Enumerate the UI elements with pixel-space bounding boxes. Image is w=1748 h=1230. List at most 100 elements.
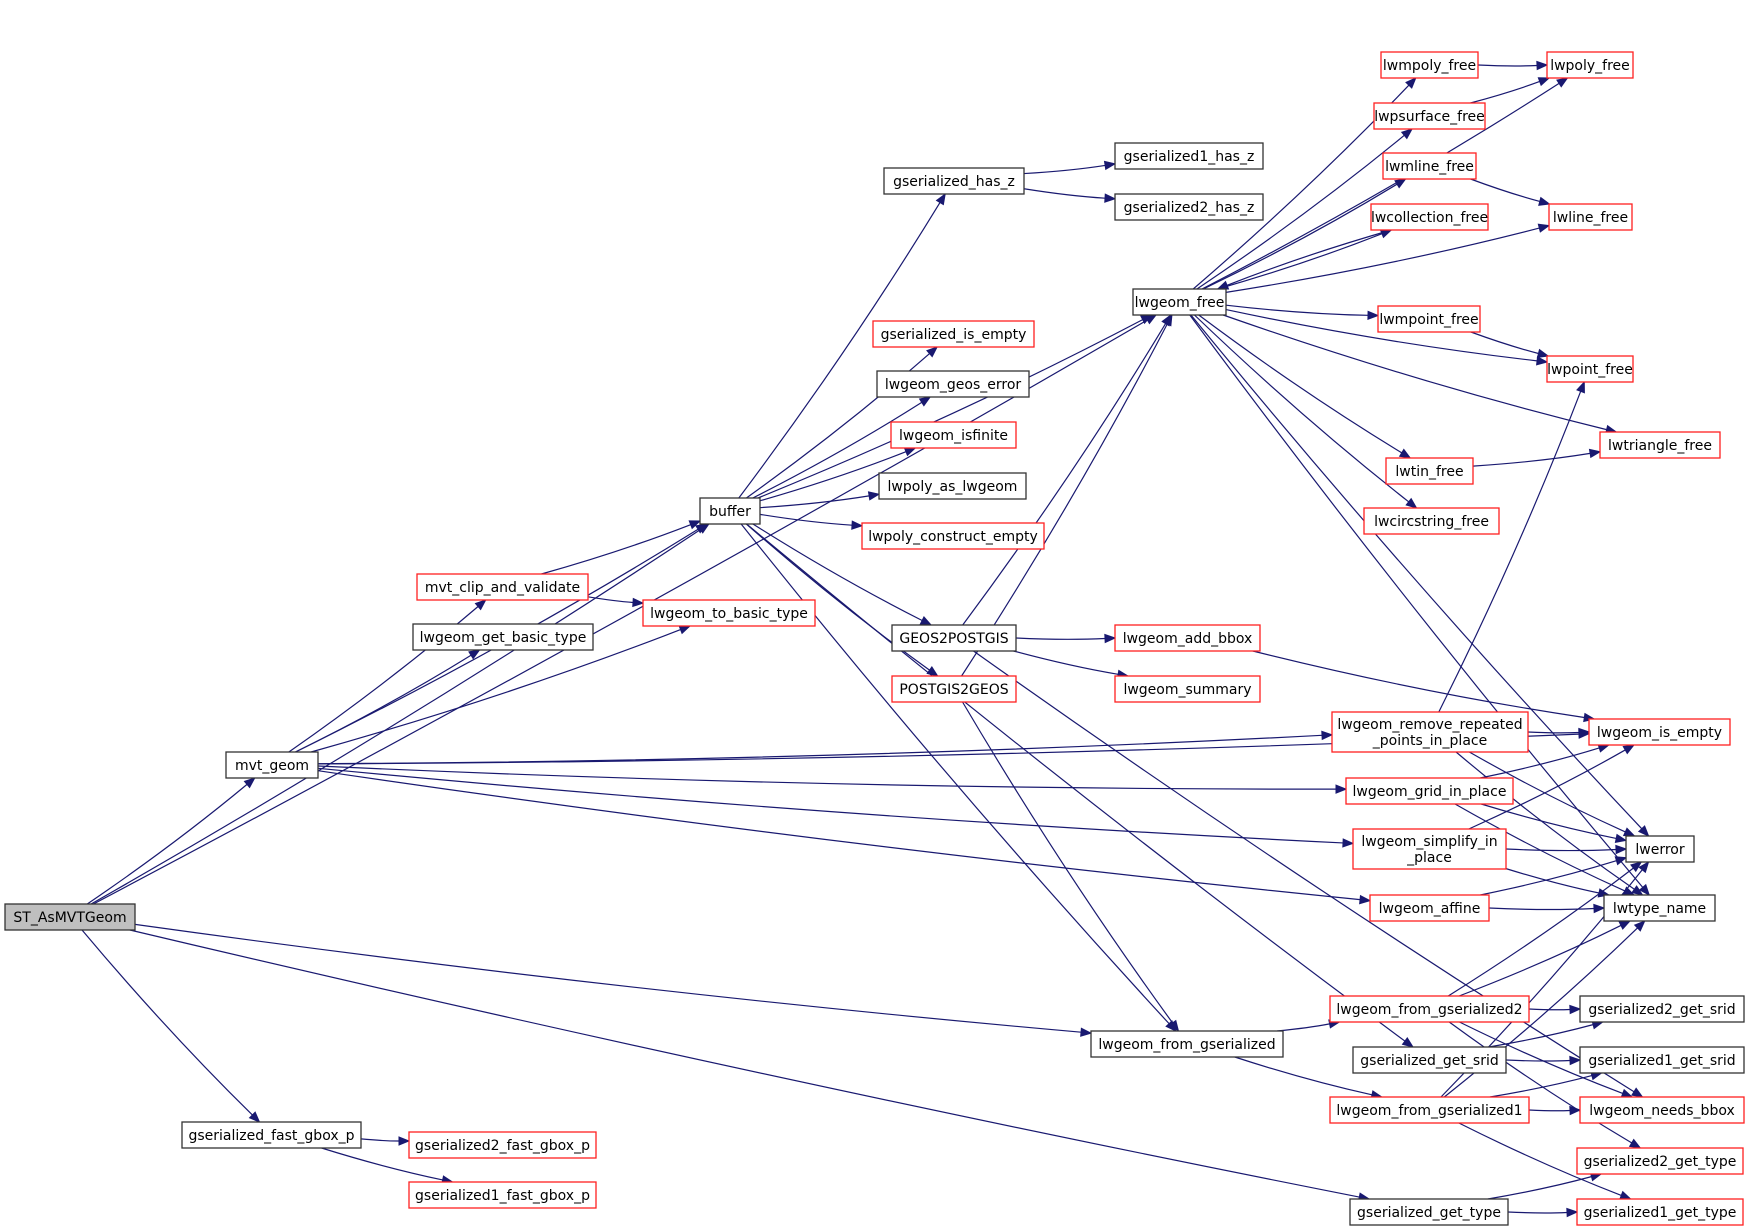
edge-st-asmvtgeom-to-gserialized-get-type [129, 929, 1360, 1198]
node-lwgeom-from-gserialized[interactable]: lwgeom_from_gserialized [1090, 1030, 1284, 1058]
node-lwgeom-grid-in-place[interactable]: lwgeom_grid_in_place [1345, 777, 1514, 805]
edge-lwgeom-remove-repeated-points-in-place-to-lwerror [1469, 751, 1626, 833]
node-label: lwgeom_remove_repeated [1337, 717, 1522, 733]
arrowhead-icon [1622, 827, 1636, 837]
node-buffer[interactable]: buffer [699, 497, 761, 525]
edge-lwgeom-free-to-lwpoint-free [1225, 309, 1538, 362]
node-lwmpoly-free[interactable]: lwmpoly_free [1380, 51, 1479, 79]
node-lwline-free[interactable]: lwline_free [1548, 203, 1633, 231]
edge-buffer-to-gserialized-get-srid [746, 523, 1406, 1042]
arrowhead-icon [935, 192, 946, 206]
edge-gserialized-get-type-to-gserialized1-get-type [1507, 1211, 1568, 1214]
node-label: lwerror [1635, 842, 1684, 858]
edge-lwgeom-free-to-lwpsurface-free [1196, 134, 1405, 290]
node-lwtype-name[interactable]: lwtype_name [1603, 894, 1716, 922]
arrowhead-icon [1394, 178, 1407, 189]
node-lwgeom-to-basic-type[interactable]: lwgeom_to_basic_type [642, 599, 816, 627]
edge-lwgeom-remove-repeated-points-in-place-to-lwgeom-is-empty [1527, 731, 1580, 734]
node-lwgeom-add-bbox[interactable]: lwgeom_add_bbox [1114, 624, 1261, 652]
edge-mvt-geom-to-lwgeom-to-basic-type [310, 629, 681, 753]
arrowhead-icon [1536, 356, 1549, 366]
node-lwerror[interactable]: lwerror [1625, 835, 1695, 863]
arrowhead-icon [1400, 128, 1414, 140]
node-geos2postgis[interactable]: GEOS2POSTGIS [891, 624, 1017, 652]
node-gserialized1-get-type[interactable]: gserialized1_get_type [1576, 1198, 1744, 1226]
node-st-asmvtgeom[interactable]: ST_AsMVTGeom [4, 903, 136, 931]
arrowhead-icon [1536, 60, 1549, 71]
node-lwgeom-from-gserialized2[interactable]: lwgeom_from_gserialized2 [1329, 995, 1530, 1023]
node-box [1373, 102, 1486, 130]
node-lwgeom-remove-repeated-points-in-place[interactable]: lwgeom_remove_repeated_points_in_place [1331, 711, 1529, 753]
node-box [1331, 711, 1529, 753]
edge-geos2postgis-to-lwgeom-free [962, 323, 1167, 626]
node-box [1546, 355, 1634, 383]
arrowhead-icon [1359, 894, 1372, 905]
node-lwpoly-as-lwgeom[interactable]: lwpoly_as_lwgeom [878, 472, 1027, 500]
node-lwtin-free[interactable]: lwtin_free [1385, 457, 1474, 485]
node-lwgeom-from-gserialized1[interactable]: lwgeom_from_gserialized1 [1329, 1096, 1530, 1124]
node-lwpoly-construct-empty[interactable]: lwpoly_construct_empty [861, 522, 1045, 550]
node-box [1370, 203, 1489, 231]
node-gserialized2-has-z[interactable]: gserialized2_has_z [1114, 193, 1264, 221]
node-gserialized-get-srid[interactable]: gserialized_get_srid [1352, 1046, 1507, 1074]
node-lwgeom-needs-bbox[interactable]: lwgeom_needs_bbox [1579, 1096, 1745, 1124]
edge-lwgeom-from-gserialized-to-lwgeom-from-gserialized1 [1234, 1056, 1373, 1096]
edge-lwgeom-simplify-in-place-to-lwerror [1505, 848, 1617, 852]
node-gserialized-get-type[interactable]: gserialized_get_type [1349, 1198, 1509, 1226]
node-lwgeom-get-basic-type[interactable]: lwgeom_get_basic_type [412, 623, 594, 651]
node-gserialized2-fast-gbox-p[interactable]: gserialized2_fast_gbox_p [408, 1131, 597, 1159]
node-box [1329, 1096, 1530, 1124]
node-gserialized-is-empty[interactable]: gserialized_is_empty [872, 320, 1035, 348]
node-label: lwgeom_free [1135, 295, 1225, 311]
node-label: lwmline_free [1385, 159, 1474, 175]
node-mvt-geom[interactable]: mvt_geom [225, 751, 319, 779]
node-mvt-clip-and-validate[interactable]: mvt_clip_and_validate [416, 573, 589, 601]
node-label: lwtin_free [1395, 464, 1463, 480]
node-lwgeom-is-empty[interactable]: lwgeom_is_empty [1588, 718, 1731, 746]
edge-buffer-to-lwgeom-isfinite [759, 451, 907, 502]
node-gserialized1-fast-gbox-p[interactable]: gserialized1_fast_gbox_p [408, 1181, 597, 1209]
node-label: lwpoint_free [1547, 362, 1633, 378]
edge-lwgeom-free-to-lwtriangle-free [1222, 314, 1607, 431]
node-lwgeom-simplify-in-place[interactable]: lwgeom_simplify_in_place [1352, 828, 1507, 870]
node-lwpoly-free[interactable]: lwpoly_free [1546, 51, 1634, 79]
node-gserialized1-get-srid[interactable]: gserialized1_get_srid [1579, 1046, 1745, 1074]
node-lwgeom-affine[interactable]: lwgeom_affine [1369, 894, 1490, 922]
node-gserialized2-get-srid[interactable]: gserialized2_get_srid [1579, 995, 1745, 1023]
edge-gserialized-get-srid-to-gserialized2-get-srid [1488, 1024, 1594, 1048]
node-label: lwgeom_affine [1379, 901, 1481, 917]
arrowhead-icon [243, 777, 256, 789]
node-gserialized-has-z[interactable]: gserialized_has_z [883, 167, 1025, 195]
node-lwgeom-free[interactable]: lwgeom_free [1132, 288, 1227, 316]
node-lwmline-free[interactable]: lwmline_free [1382, 152, 1477, 180]
node-box [1132, 288, 1227, 316]
edge-lwtin-free-to-lwtriangle-free [1472, 452, 1591, 467]
edge-buffer-to-gserialized-has-z [738, 202, 941, 499]
node-lwgeom-summary[interactable]: lwgeom_summary [1114, 675, 1261, 703]
node-lwtriangle-free[interactable]: lwtriangle_free [1599, 431, 1721, 459]
node-box [1090, 1030, 1284, 1058]
node-lwpsurface-free[interactable]: lwpsurface_free [1373, 102, 1486, 130]
arrowhead-icon [1631, 1087, 1644, 1098]
node-lwpoint-free[interactable]: lwpoint_free [1546, 355, 1634, 383]
node-lwgeom-geos-error[interactable]: lwgeom_geos_error [876, 370, 1030, 398]
node-gserialized-fast-gbox-p[interactable]: gserialized_fast_gbox_p [181, 1121, 362, 1149]
node-lwcollection-free[interactable]: lwcollection_free [1370, 203, 1489, 231]
edge-lwgeom-from-gserialized2-to-lwtype-name [1458, 924, 1622, 997]
node-gserialized2-get-type[interactable]: gserialized2_get_type [1576, 1147, 1744, 1175]
node-box [1363, 507, 1500, 535]
node-lwmpoint-free[interactable]: lwmpoint_free [1377, 305, 1481, 333]
arrowhead-icon [695, 523, 708, 534]
node-postgis2geos[interactable]: POSTGIS2GEOS [891, 675, 1017, 703]
edge-mvt-geom-to-lwgeom-affine [317, 770, 1361, 901]
node-label: lwline_free [1553, 210, 1628, 226]
node-label: lwgeom_to_basic_type [650, 606, 808, 622]
node-lwcircstring-free[interactable]: lwcircstring_free [1363, 507, 1500, 535]
node-box [1329, 995, 1530, 1023]
edge-lwgeom-remove-repeated-points-in-place-to-lwtype-name [1455, 751, 1635, 890]
node-gserialized1-has-z[interactable]: gserialized1_has_z [1114, 142, 1264, 170]
node-lwgeom-isfinite[interactable]: lwgeom_isfinite [890, 421, 1017, 449]
node-label: lwcircstring_free [1374, 514, 1489, 530]
edge-buffer-to-lwgeom-free [757, 319, 1143, 499]
